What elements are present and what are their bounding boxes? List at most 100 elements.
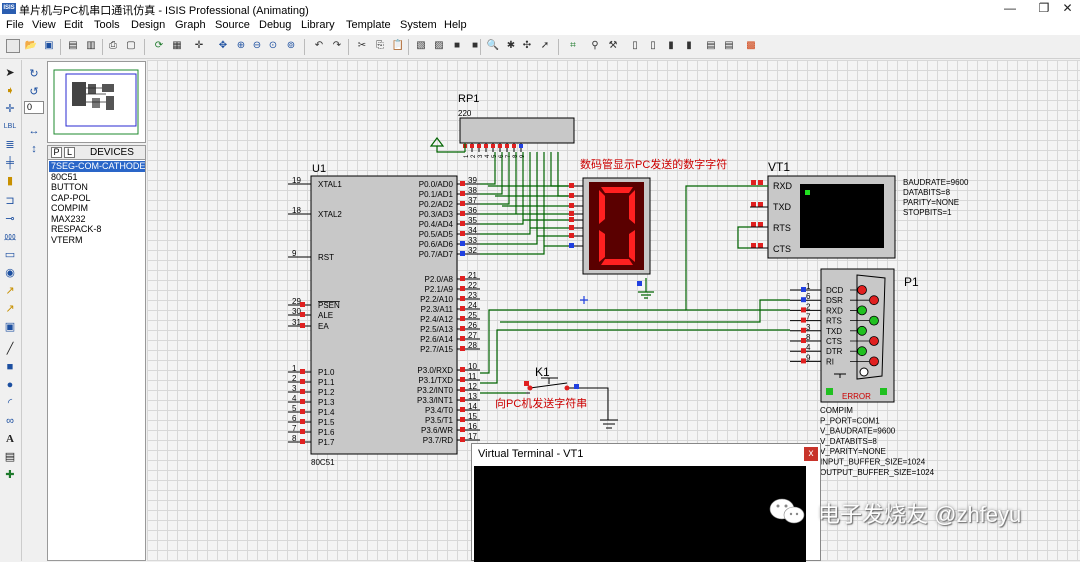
device-list-item[interactable]: COMPIM	[51, 203, 88, 213]
virtual-terminal-titlebar[interactable]: Virtual Terminal - VT1 x	[472, 444, 820, 464]
block-delete-icon[interactable]: ■	[471, 40, 479, 51]
pick-devices-button[interactable]: P	[51, 147, 62, 158]
export-icon[interactable]: ▥	[86, 40, 96, 51]
arc-icon[interactable]: ◜	[7, 397, 13, 409]
menu-file[interactable]: File	[6, 19, 24, 31]
device-list-item[interactable]: 7SEG-COM-CATHODE	[49, 161, 146, 172]
subcircuit-icon[interactable]: ▮	[6, 175, 14, 187]
block-rotate-icon[interactable]: ■	[453, 40, 461, 51]
device-pins-icon[interactable]: ⊸	[5, 213, 15, 225]
text-script-icon[interactable]: ≣	[5, 139, 15, 151]
menu-template[interactable]: Template	[346, 19, 391, 31]
zoom-out-icon[interactable]: ⊖	[252, 40, 262, 51]
ares-icon[interactable]: ▩	[746, 40, 756, 51]
paste-icon[interactable]: 📋	[391, 40, 405, 51]
grid-icon[interactable]: ▦	[172, 40, 182, 51]
origin-icon[interactable]: ✛	[194, 40, 204, 51]
zoom-in-icon[interactable]: ⊕	[236, 40, 246, 51]
pick-device-icon[interactable]: 🔍	[486, 40, 500, 51]
print-area-icon[interactable]: ▢	[126, 40, 136, 51]
erc-icon[interactable]: ▤	[724, 40, 734, 51]
undo-icon[interactable]: ↶	[314, 40, 324, 51]
text-icon[interactable]: A	[6, 433, 14, 445]
menu-edit[interactable]: Edit	[64, 19, 83, 31]
zoom-area-icon[interactable]: ⊚	[286, 40, 296, 51]
child-sheet-icon[interactable]: ▮	[686, 40, 692, 51]
menu-view[interactable]: View	[32, 19, 56, 31]
property-tool-icon[interactable]: ⚒	[608, 40, 618, 51]
import-icon[interactable]: ▤	[68, 40, 78, 51]
search-tag-icon[interactable]: ⚲	[591, 40, 599, 51]
virtual-terminal-screen[interactable]	[474, 466, 806, 562]
device-list-item[interactable]: CAP-POL	[51, 192, 91, 203]
close-icon[interactable]: ✕	[1062, 1, 1073, 15]
menu-system[interactable]: System	[400, 19, 437, 31]
seven-segment-display[interactable]: 数码管显示PC发送的数字字符 0	[568, 157, 727, 299]
tape-recorder-icon[interactable]: ▭	[4, 249, 16, 261]
buses-icon[interactable]: ╪	[6, 157, 14, 169]
print-icon[interactable]: ⎙	[109, 40, 117, 51]
marker-icon[interactable]: ✚	[5, 469, 15, 481]
voltage-probe-icon[interactable]: ↗	[5, 285, 15, 297]
menu-graph[interactable]: Graph	[175, 19, 206, 31]
path-icon[interactable]: ∞	[6, 415, 14, 427]
pan-icon[interactable]: ✥	[218, 40, 228, 51]
decompose-icon[interactable]: ➚	[540, 40, 550, 51]
device-list-item[interactable]: RESPACK-8	[51, 224, 102, 234]
menu-library[interactable]: Library	[301, 19, 335, 31]
menu-debug[interactable]: Debug	[259, 19, 292, 31]
minimize-icon[interactable]: —	[1004, 1, 1016, 15]
junction-dot-icon[interactable]: ✛	[5, 103, 15, 115]
current-probe-icon[interactable]: ↗	[5, 303, 15, 315]
library-manager-button[interactable]: L	[64, 147, 75, 158]
wire-label-icon[interactable]: LBL	[3, 123, 17, 130]
bom-icon[interactable]: ▤	[706, 40, 716, 51]
virtual-terminal-window[interactable]: Virtual Terminal - VT1 x	[471, 443, 821, 562]
component-mode-icon[interactable]: ➧	[5, 85, 15, 97]
circle-icon[interactable]: ●	[6, 379, 14, 391]
vt1-virtual-terminal[interactable]: VT1 RXD TXD RTS CTS BAUDRATE=9600 DATABI…	[737, 160, 969, 259]
rotate-cw-icon[interactable]: ↻	[29, 68, 39, 80]
terminals-icon[interactable]: ⊐	[5, 195, 15, 207]
zoom-all-icon[interactable]: ⊙	[268, 40, 278, 51]
wire-autorouter-icon[interactable]: ⌗	[570, 40, 576, 51]
menu-design[interactable]: Design	[131, 19, 166, 31]
menu-tools[interactable]: Tools	[94, 19, 120, 31]
cut-icon[interactable]: ✂	[357, 40, 367, 51]
device-list-item[interactable]: MAX232	[51, 213, 86, 224]
new-sheet-icon[interactable]: ▯	[632, 40, 638, 51]
mirror-horizontal-icon[interactable]: ↔	[28, 125, 40, 137]
symbol-icon[interactable]: ▤	[4, 451, 16, 463]
device-list-item[interactable]: VTERM	[51, 234, 83, 245]
make-device-icon[interactable]: ✱	[506, 40, 516, 51]
redo-icon[interactable]: ↷	[332, 40, 342, 51]
virtual-terminal-close-button[interactable]: x	[804, 447, 818, 461]
graph-mode-icon[interactable]: ⅏	[4, 231, 16, 243]
open-folder-icon[interactable]: 📂	[24, 40, 38, 51]
restore-icon[interactable]: ❐	[1038, 1, 1050, 15]
menu-help[interactable]: Help	[444, 19, 467, 31]
box-icon[interactable]: ■	[6, 361, 14, 373]
remove-sheet-icon[interactable]: ▯	[650, 40, 656, 51]
rotate-ccw-icon[interactable]: ↺	[29, 86, 39, 98]
device-list-item[interactable]: 80C51	[51, 171, 78, 182]
refresh-icon[interactable]: ⟳	[154, 40, 164, 51]
block-move-icon[interactable]: ▨	[434, 40, 444, 51]
overview-window[interactable]	[47, 61, 146, 143]
mirror-vertical-icon[interactable]: ↕	[31, 143, 37, 155]
selection-mode-icon[interactable]: ➤	[5, 67, 15, 79]
menu-source[interactable]: Source	[215, 19, 250, 31]
rotation-angle-field[interactable]: 0	[24, 101, 44, 114]
new-file-icon[interactable]	[6, 39, 20, 53]
generator-icon[interactable]: ◉	[5, 267, 15, 279]
goto-sheet-icon[interactable]: ▮	[668, 40, 674, 51]
package-tool-icon[interactable]: ✣	[522, 40, 532, 51]
virtual-instrument-icon[interactable]: ▣	[4, 321, 16, 333]
k1-button[interactable]: K1 向PC机发送字符串	[480, 365, 618, 429]
save-icon[interactable]: ▣	[44, 40, 54, 51]
line-icon[interactable]: ╱	[6, 343, 14, 355]
block-copy-icon[interactable]: ▧	[416, 40, 426, 51]
device-list-item[interactable]: BUTTON	[51, 182, 88, 192]
